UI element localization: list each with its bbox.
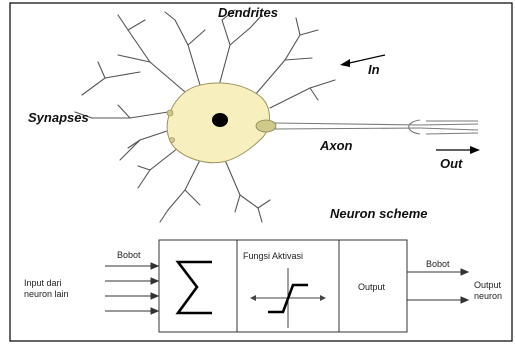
in-label: In — [368, 62, 380, 77]
synapse-dot — [167, 110, 173, 116]
input-label-line1: Input dari — [24, 278, 62, 288]
synapses-label: Synapses — [28, 110, 89, 125]
axon-hillock — [256, 120, 276, 132]
sum-symbol — [178, 262, 212, 313]
sum-box — [159, 240, 237, 332]
out-arrow — [436, 146, 480, 154]
output-label-line2: neuron — [474, 291, 502, 301]
bobot-output-label: Bobot — [426, 259, 450, 269]
axon — [274, 120, 478, 134]
activation-label: Fungsi Aktivasi — [243, 251, 303, 261]
synapse-dot — [170, 138, 175, 143]
output-arrows — [407, 269, 468, 303]
figure-frame — [10, 3, 512, 341]
activation-function-icon — [250, 268, 326, 328]
out-label: Out — [440, 156, 463, 171]
dendrites-label: Dendrites — [218, 5, 278, 20]
input-label-line2: neuron lain — [24, 289, 69, 299]
neuron-scheme-label: Neuron scheme — [330, 206, 428, 221]
input-arrows — [105, 263, 158, 314]
output-label-line1: Output — [474, 280, 502, 290]
output-box-label: Output — [358, 282, 386, 292]
axon-label: Axon — [319, 138, 353, 153]
nucleus — [212, 113, 228, 127]
bobot-input-label: Bobot — [117, 250, 141, 260]
